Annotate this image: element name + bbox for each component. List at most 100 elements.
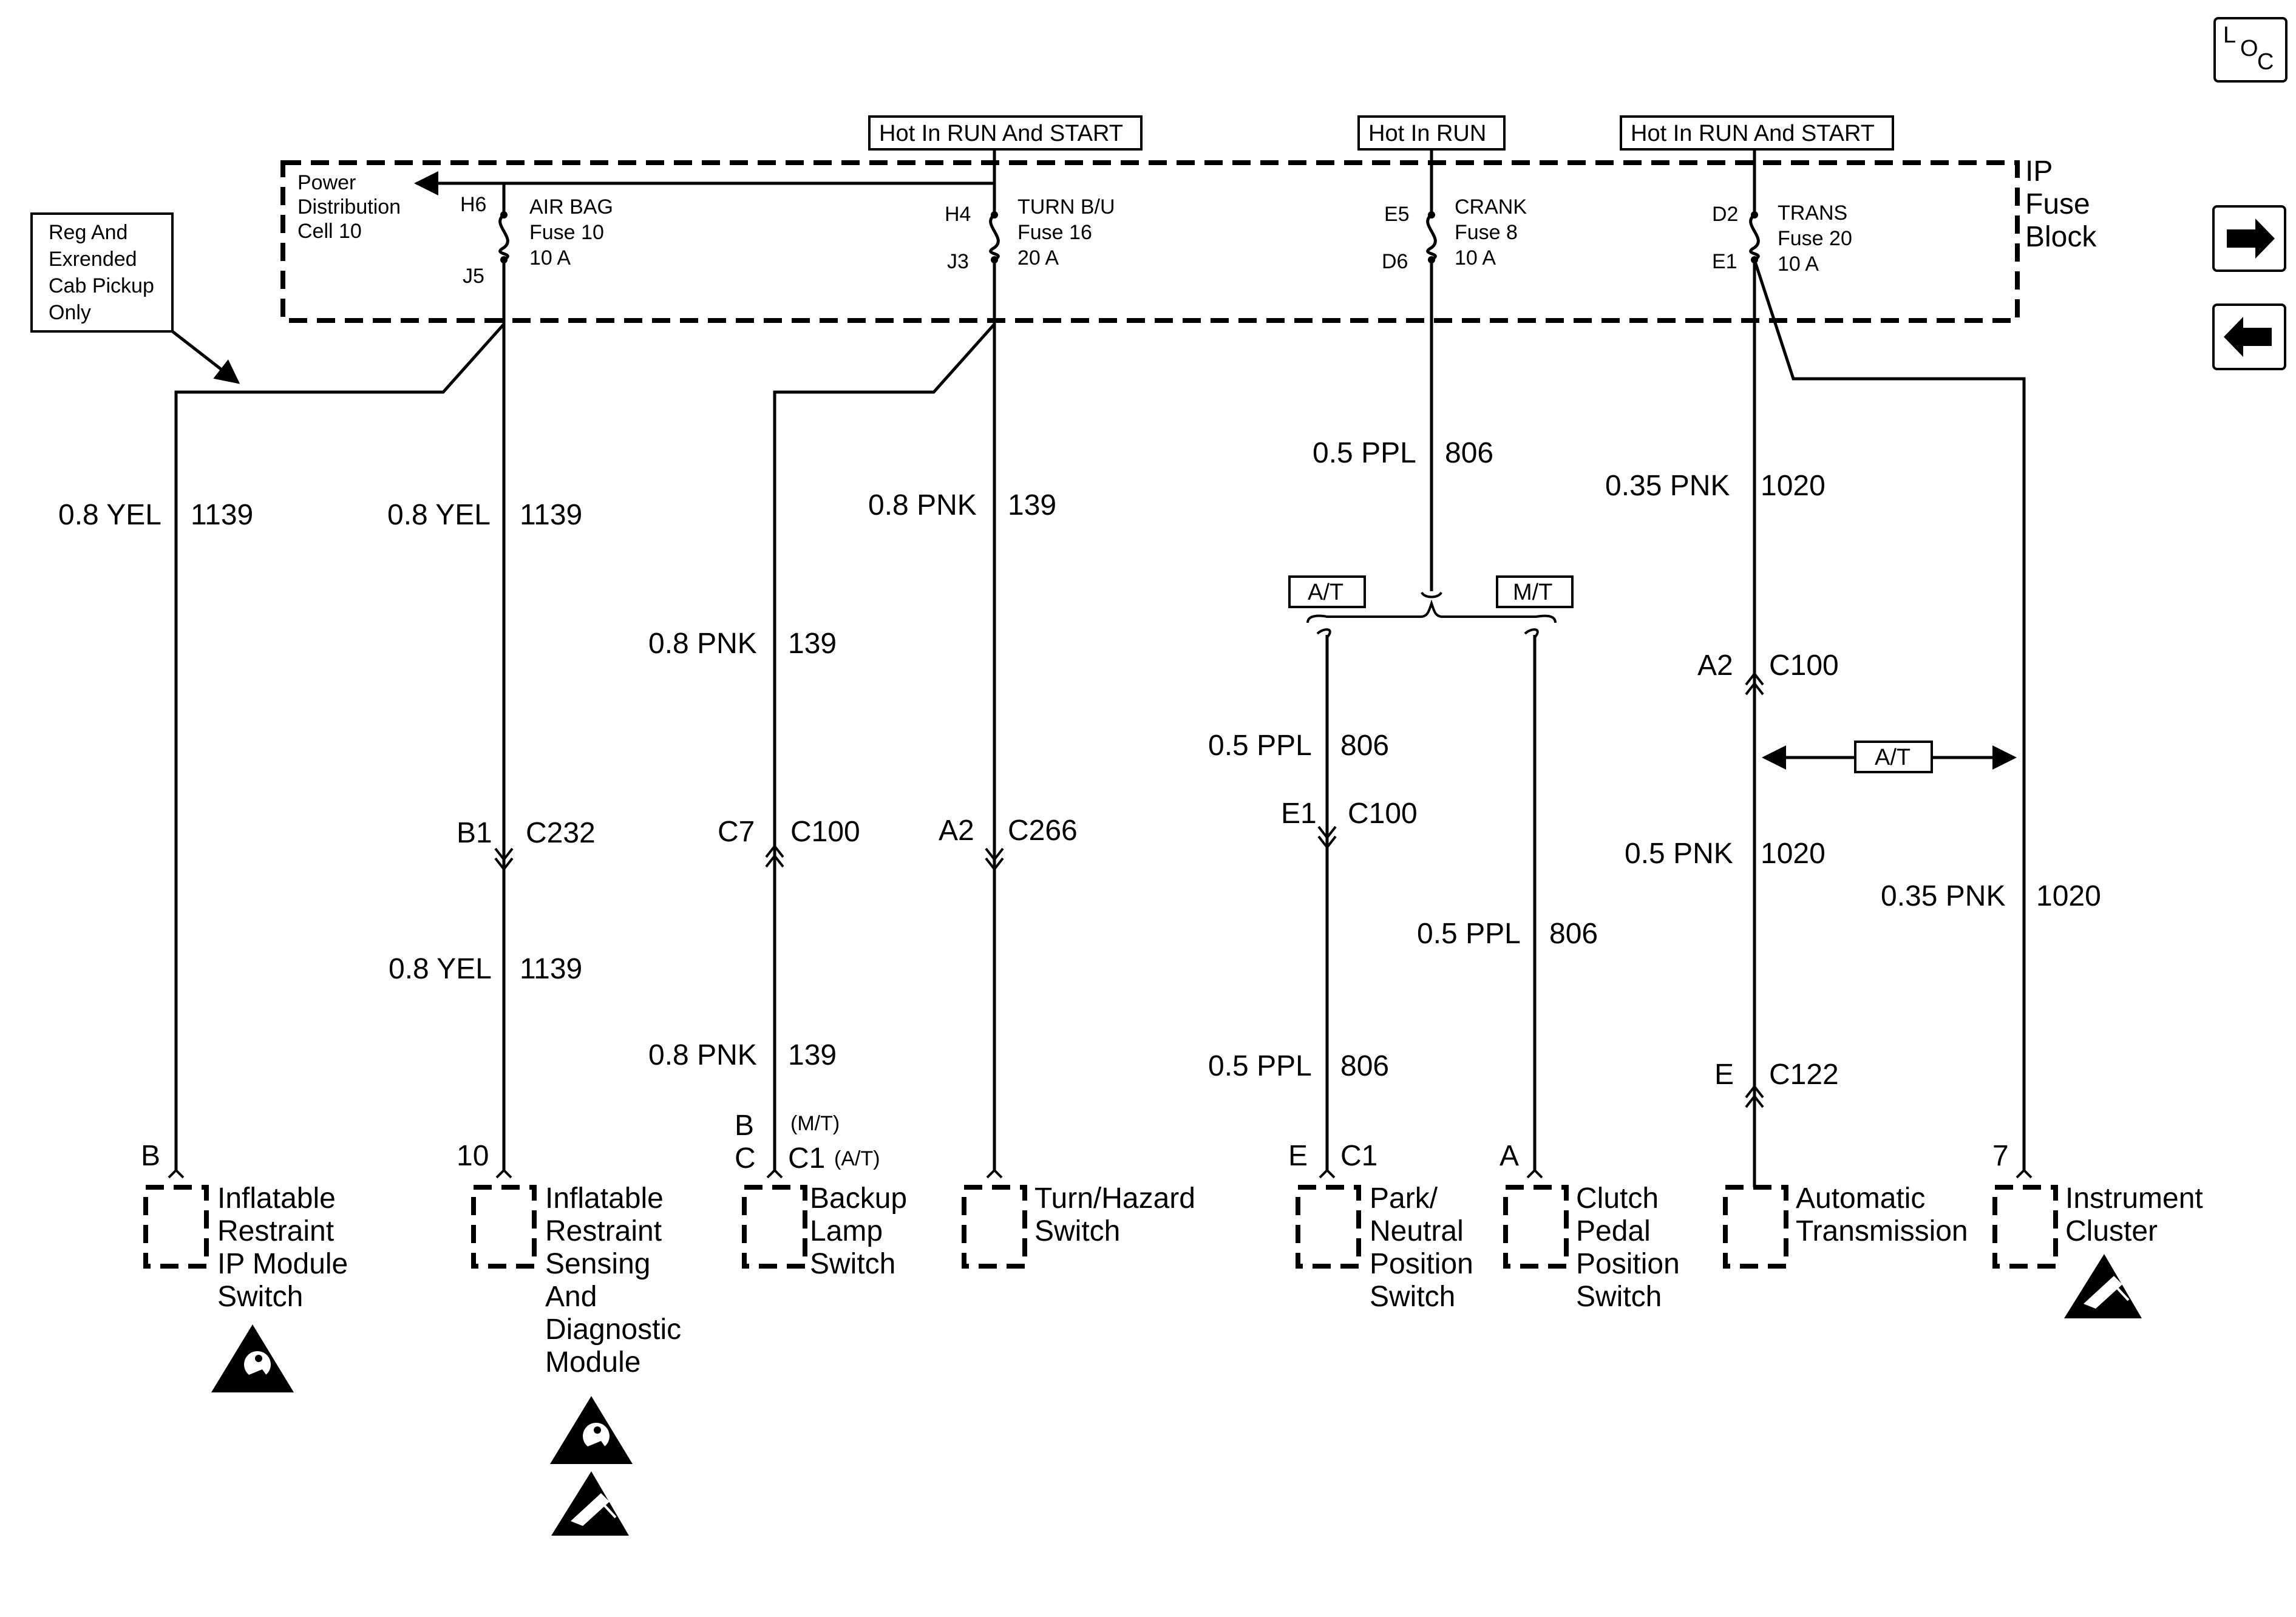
svg-text:Transmission: Transmission <box>1796 1215 1968 1247</box>
svg-text:TRANS: TRANS <box>1778 202 1847 225</box>
svg-text:Switch: Switch <box>1370 1281 1455 1313</box>
svg-text:Fuse 16: Fuse 16 <box>1017 221 1092 244</box>
svg-text:Exrended: Exrended <box>49 248 137 271</box>
option-mt-right: M/T <box>1496 575 1574 608</box>
component-backup-lamp-switch[interactable]: B C C1 (M/T) (A/T) Backup Lamp Switch <box>735 1110 907 1280</box>
component-instrument-cluster[interactable]: 7 Instrument Cluster <box>1992 1140 2203 1269</box>
svg-text:Backup: Backup <box>810 1182 907 1215</box>
svg-text:Park/: Park/ <box>1370 1182 1438 1215</box>
svg-text:E: E <box>1288 1140 1308 1172</box>
wire-airbag-branch <box>174 323 505 1170</box>
svg-text:J3: J3 <box>947 250 969 273</box>
hot-label-trans: Hot In RUN And START <box>1620 115 1894 151</box>
svg-text:Cab Pickup: Cab Pickup <box>49 274 154 297</box>
hot-label-crank: Hot In RUN <box>1357 115 1506 151</box>
svg-text:Module: Module <box>545 1346 640 1378</box>
wire-label-w10-circuit: 806 <box>1340 1050 1389 1082</box>
svg-text:A2: A2 <box>1697 649 1733 682</box>
esd-warning-icon <box>551 1471 629 1536</box>
svg-text:IP Module: IP Module <box>217 1248 348 1280</box>
svg-text:Diagnostic: Diagnostic <box>545 1314 681 1346</box>
svg-text:Switch: Switch <box>1034 1215 1120 1247</box>
svg-text:A2: A2 <box>939 815 974 847</box>
svg-text:Clutch: Clutch <box>1576 1182 1659 1215</box>
component-ir-ip-module-switch[interactable]: B Inflatable Restraint IP Module Switch <box>141 1140 348 1313</box>
loc-letter-l: L <box>2223 22 2236 48</box>
pickup-note: Reg And Exrended Cab Pickup Only <box>30 212 174 333</box>
svg-text:20 A: 20 A <box>1017 246 1059 270</box>
svg-text:H6: H6 <box>460 193 486 216</box>
fuse-block-label-1: IP <box>2025 155 2053 188</box>
wire-label-w1-gauge: 0.8 YEL <box>58 499 161 531</box>
svg-text:AIR BAG: AIR BAG <box>529 195 613 219</box>
power-distribution-label-3: Cell 10 <box>297 220 362 243</box>
component-automatic-transmission[interactable]: Automatic Transmission <box>1723 1182 1968 1269</box>
previous-page-button[interactable] <box>2212 303 2286 370</box>
airbag-warning-icon <box>211 1324 294 1392</box>
svg-text:Inflatable: Inflatable <box>545 1182 664 1215</box>
svg-text:Cluster: Cluster <box>2065 1215 2158 1247</box>
svg-text:Switch: Switch <box>1576 1281 1662 1313</box>
svg-text:C: C <box>735 1142 756 1175</box>
wire-label-w10-gauge: 0.5 PPL <box>1208 1050 1312 1082</box>
svg-text:Hot In RUN And START: Hot In RUN And START <box>1631 121 1875 146</box>
svg-text:Hot In RUN: Hot In RUN <box>1368 121 1486 146</box>
next-page-button[interactable] <box>2212 205 2286 272</box>
loc-letter-o: O <box>2240 36 2258 61</box>
note-pointer <box>171 330 240 384</box>
wire-label-w11-circuit: 1020 <box>1761 470 1826 502</box>
svg-text:E5: E5 <box>1384 203 1410 226</box>
svg-text:Inflatable: Inflatable <box>217 1182 336 1215</box>
ip-fuse-block-outline <box>280 160 2020 323</box>
connector-c122: E C122 <box>1714 1059 1839 1108</box>
component-park-neutral-switch[interactable]: E C1 Park/ Neutral Position Switch <box>1288 1140 1473 1313</box>
connector-c100-e1: E1 C100 <box>1281 798 1418 850</box>
arrow-right-icon <box>2227 219 2275 259</box>
svg-text:H4: H4 <box>945 203 971 226</box>
wire-label-w8-circuit: 806 <box>1340 730 1389 762</box>
fuse-block-label-3: Block <box>2025 221 2097 253</box>
wire-label-w3-gauge: 0.8 YEL <box>389 953 492 985</box>
svg-text:10 A: 10 A <box>1455 246 1496 270</box>
airbag-warning-icon <box>550 1396 633 1464</box>
fuse-trans: D2 E1 TRANS Fuse 20 10 A <box>1712 183 1852 276</box>
svg-text:Turn/Hazard: Turn/Hazard <box>1034 1182 1195 1215</box>
svg-text:C100: C100 <box>790 816 860 848</box>
svg-text:D6: D6 <box>1382 250 1408 273</box>
svg-text:Position: Position <box>1370 1248 1473 1280</box>
component-ir-sdm[interactable]: 10 Inflatable Restraint Sensing And Diag… <box>457 1140 681 1378</box>
connector-c100-c7: C7 C100 <box>718 816 860 868</box>
wire-label-w2-circuit: 1139 <box>520 499 582 531</box>
svg-text:TURN B/U: TURN B/U <box>1017 195 1115 219</box>
svg-text:A/T: A/T <box>1875 745 1911 770</box>
wire-label-w7-gauge: 0.5 PPL <box>1313 437 1416 469</box>
wire-backup-branch <box>773 323 996 1170</box>
svg-text:And: And <box>545 1281 597 1313</box>
svg-text:7: 7 <box>1992 1140 2009 1172</box>
wire-label-w8-gauge: 0.5 PPL <box>1208 730 1312 762</box>
svg-text:Sensing: Sensing <box>545 1248 650 1280</box>
wire-label-w13-circuit: 1020 <box>2036 880 2101 912</box>
svg-text:Restraint: Restraint <box>545 1215 662 1247</box>
svg-text:Hot In RUN And START: Hot In RUN And START <box>879 121 1123 146</box>
svg-text:C7: C7 <box>718 816 755 848</box>
svg-text:Switch: Switch <box>217 1281 303 1313</box>
svg-text:Fuse 10: Fuse 10 <box>529 221 604 244</box>
svg-text:C266: C266 <box>1008 815 1078 847</box>
wire-cluster-branch <box>1753 259 2026 1170</box>
svg-text:A: A <box>1500 1140 1519 1172</box>
component-turn-hazard-switch[interactable]: Turn/Hazard Switch <box>962 1182 1195 1269</box>
connector-c100-a2: A2 C100 <box>1697 649 1839 696</box>
option-brace <box>1306 591 1557 623</box>
svg-text:Reg And: Reg And <box>49 221 127 244</box>
wire-label-w12-gauge: 0.5 PNK <box>1625 838 1733 870</box>
power-distribution-label-1: Power <box>297 171 356 194</box>
svg-text:Lamp: Lamp <box>810 1215 883 1247</box>
loc-button[interactable]: L O C <box>2213 17 2288 83</box>
svg-text:C100: C100 <box>1769 649 1839 682</box>
option-at-right: A/T <box>1854 741 1933 773</box>
component-clutch-pedal-switch[interactable]: A Clutch Pedal Position Switch <box>1500 1140 1680 1313</box>
svg-text:Automatic: Automatic <box>1796 1182 1925 1215</box>
svg-text:C100: C100 <box>1348 798 1418 830</box>
